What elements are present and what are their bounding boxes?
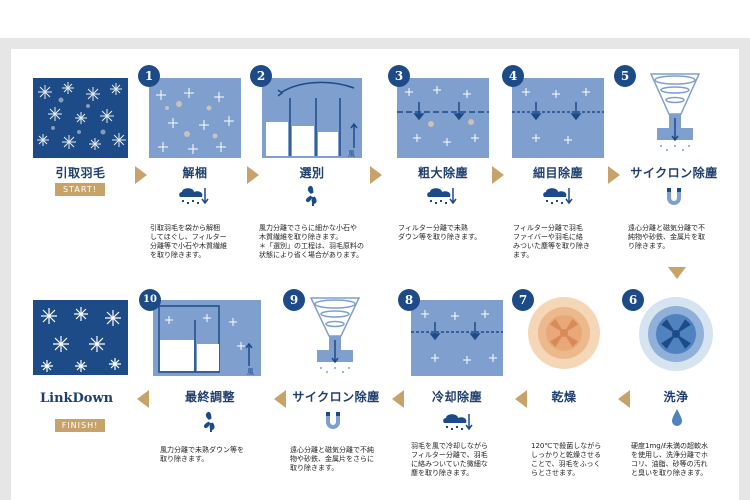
step-desc-3: フィルター分離で未熟ダウン等を取り除きます。 [398,224,482,241]
tile-raw-down [33,78,128,158]
flow-arrow-back-9 [274,390,286,408]
tile-step-7 [527,296,601,370]
svg-text:風: 風 [348,150,355,158]
step-desc-4: フィルター分離で羽毛ファイバーや羽毛に絡みついた塵等を取り除きます。 [513,224,590,259]
fan-icon [305,185,317,206]
tile-step-2: 風 [262,78,362,158]
step-desc-10: 風力分離で未熟ダウン等を取り除きます。 [160,446,244,463]
step-title-4: 細目除塵 [532,166,583,180]
step-number-3: 3 [388,65,410,87]
magnet-icon-2 [326,412,340,429]
linkdown-logo: LinkDown [40,391,114,406]
tile-step-6 [638,296,714,372]
tile-step-1 [149,78,241,158]
step-title-10: 最終調整 [184,390,235,404]
tile-step-3 [397,78,489,158]
step-number-6: 6 [622,289,644,311]
start-badge: START! [55,183,105,196]
step-title-8: 冷却除塵 [431,390,482,404]
step-title-7: 乾燥 [551,390,577,404]
flow-arrow-back-10 [137,390,149,408]
flow-arrow-5 [608,166,620,184]
flow-arrow-2 [247,166,259,184]
tile-step-5 [645,70,705,162]
flow-arrow-down [668,267,686,279]
step-desc-8: 羽毛を風で冷却しながらフィルター分離で、羽毛に絡みついていた微細な塵を取り除きま… [411,442,488,477]
step-title-2: 選別 [299,166,325,180]
process-panel [11,49,739,500]
step-number-4: 4 [502,65,524,87]
fan-icon-2 [203,411,215,432]
flow-arrow-back-6 [618,390,630,408]
step-number-10: 10 [139,289,161,311]
tile-step-10: 風 [153,300,261,376]
step-title-9: サイクロン除塵 [292,390,380,404]
step-desc-6: 硬度1mg/ℓ未満の超軟水を使用し、洗浄分離でホコリ、油脂、砂等の汚れと臭いを取… [631,442,708,477]
finish-badge: FINISH! [55,419,105,432]
step-desc-9: 遠心分離と磁気分離で不純物や砂鉄、金属片をさらに取り除きます。 [290,446,374,472]
tile-finished-down [33,300,128,375]
filter-icon-3 [543,188,573,205]
step-title-raw: 引取羽毛 [55,166,106,180]
flow-arrow-1 [135,166,147,184]
tile-step-9 [305,294,365,380]
flow-arrow-3 [370,166,382,184]
step-number-5: 5 [614,65,636,87]
step-desc-2: 風力分離でさらに細かな小石や木質繊維を取り除きます。＊「選別」の工程は、羽毛原料… [259,224,364,259]
step-title-3: 粗大除塵 [417,166,468,180]
filter-icon-2 [427,188,457,205]
flow-arrow-4 [492,166,504,184]
tile-step-8 [411,300,503,376]
step-number-7: 7 [512,289,534,311]
step-number-9: 9 [283,289,305,311]
flow-arrow-back-7 [515,390,527,408]
magnet-icon [667,188,681,205]
flow-arrow-back-8 [392,390,404,408]
step-desc-1: 引取羽毛を袋から解梱してほぐし、フィルター分離等で小石や木質繊維を取り除きます。 [150,224,227,259]
filter-icon [179,188,209,205]
step-number-8: 8 [398,289,420,311]
svg-text:風: 風 [247,368,254,376]
step-number-2: 2 [250,65,272,87]
step-number-1: 1 [138,65,160,87]
step-desc-5: 遠心分離と磁気分離で不純物や砂鉄、金属片を取り除きます。 [628,224,705,250]
filter-icon-4 [443,414,473,431]
step-desc-7: 120℃で殺菌しながらしっかりと乾燥させることで、羽毛をふっくらとさせます。 [531,442,602,477]
step-title-1: 解梱 [182,166,208,180]
step-title-5: サイクロン除塵 [630,166,718,180]
water-drop-icon [672,409,682,426]
tile-step-4 [512,78,604,158]
step-title-6: 洗浄 [663,390,689,404]
